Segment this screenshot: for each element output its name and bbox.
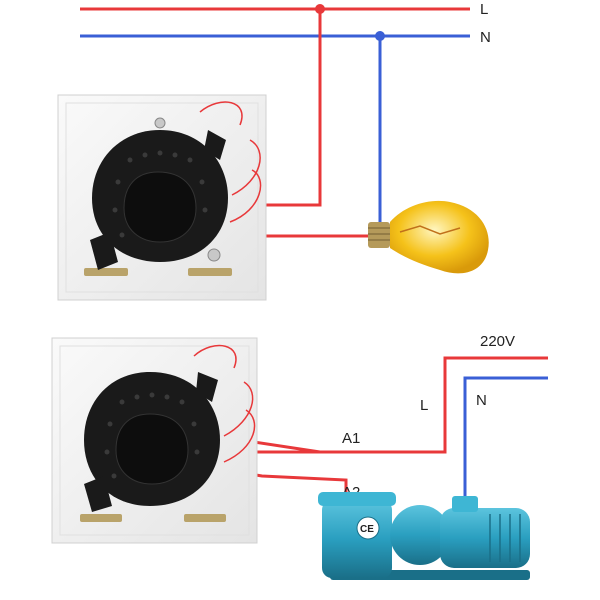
top-internal-wire-1 [199, 101, 243, 126]
bulb-base [368, 222, 390, 248]
bottom-live-line [225, 356, 548, 454]
water-pump: CE [318, 492, 530, 580]
a1-label: A1 [342, 430, 360, 447]
bottom-timer-dial [115, 413, 189, 485]
pump-basket-lid [318, 492, 396, 506]
bottom-internal-wire-1 [193, 344, 237, 369]
bottom-mains-lines [224, 356, 548, 505]
pump-motor [440, 508, 530, 568]
top-n-label: N [480, 29, 491, 46]
bottom-internal-wire-2 [223, 381, 254, 437]
bottom-plate-inner [59, 345, 250, 536]
top-timer-ear-left [90, 232, 118, 270]
voltage-label: 220V [480, 333, 515, 350]
top-mains-lines [80, 4, 470, 41]
top-internal-wire-2 [231, 139, 261, 196]
ce-mark: CE [360, 524, 374, 535]
pump-terminal-box [452, 496, 478, 512]
bottom-timer-ear-left [84, 476, 112, 512]
top-l-label: L [480, 1, 488, 18]
bottom-timer-pins [104, 392, 200, 479]
bottom-terminal-bar-left [80, 514, 122, 522]
bottom-n-label: N [476, 392, 487, 409]
top-timer-switch [57, 94, 267, 301]
bottom-neutral-line [463, 376, 548, 505]
bottom-timer-ear-right [196, 372, 218, 402]
ce-badge [356, 516, 380, 540]
top-internal-wire-3 [229, 169, 262, 223]
top-timer-dial [123, 171, 197, 243]
pump-motor-fins [489, 514, 521, 562]
top-screw-top [154, 117, 166, 129]
bottom-internal-wire-3 [223, 409, 256, 463]
bottom-timer-switch [51, 337, 258, 544]
top-screw-right [207, 248, 221, 262]
top-timer-ear-right [204, 130, 226, 160]
top-terminal-bar-left [84, 268, 128, 276]
top-terminal-bar-right [188, 268, 232, 276]
bottom-terminal-bar-right [184, 514, 226, 522]
light-bulb [368, 200, 489, 274]
bulb-filament [399, 225, 461, 235]
pump-basket [322, 500, 392, 578]
bulb-glass [390, 200, 489, 274]
pump-volute [390, 505, 450, 565]
top-timer-pins [112, 150, 208, 238]
bottom-l-label: L [420, 397, 428, 414]
